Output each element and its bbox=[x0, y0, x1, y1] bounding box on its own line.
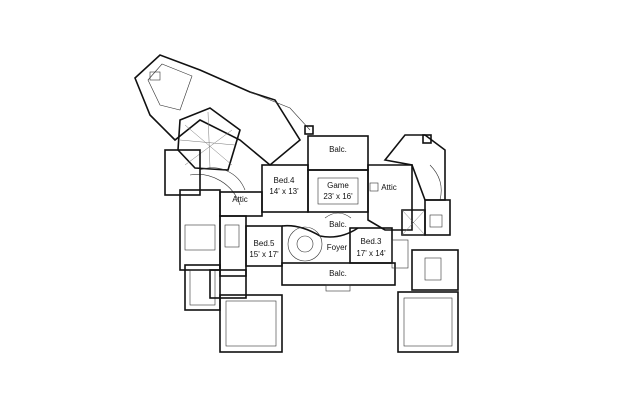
room-label-balc-bottom: Balc. bbox=[329, 269, 347, 278]
room-label-bed5: Bed.5 bbox=[254, 239, 275, 248]
room-size-game: 23' x 16' bbox=[323, 192, 353, 201]
room-label-game: Game bbox=[327, 181, 349, 190]
bottom-left-room bbox=[219, 294, 283, 353]
central-block bbox=[219, 135, 426, 292]
room-label-attic-right: Attic bbox=[381, 183, 397, 192]
room-label-bed3: Bed.3 bbox=[361, 237, 382, 246]
room-label-balc-top: Balc. bbox=[329, 145, 347, 154]
room-label-bed4: Bed.4 bbox=[274, 176, 295, 185]
room-size-bed5: 15' x 17' bbox=[249, 250, 279, 259]
room-size-bed3: 17' x 14' bbox=[356, 249, 386, 258]
left-wing bbox=[134, 54, 314, 311]
room-label-attic-left: Attic bbox=[232, 195, 248, 204]
room-label-balc-mid: Balc. bbox=[329, 220, 347, 229]
room-label-foyer: Foyer bbox=[327, 243, 348, 252]
room-size-bed4: 14' x 13' bbox=[269, 187, 299, 196]
right-wing bbox=[383, 134, 459, 353]
